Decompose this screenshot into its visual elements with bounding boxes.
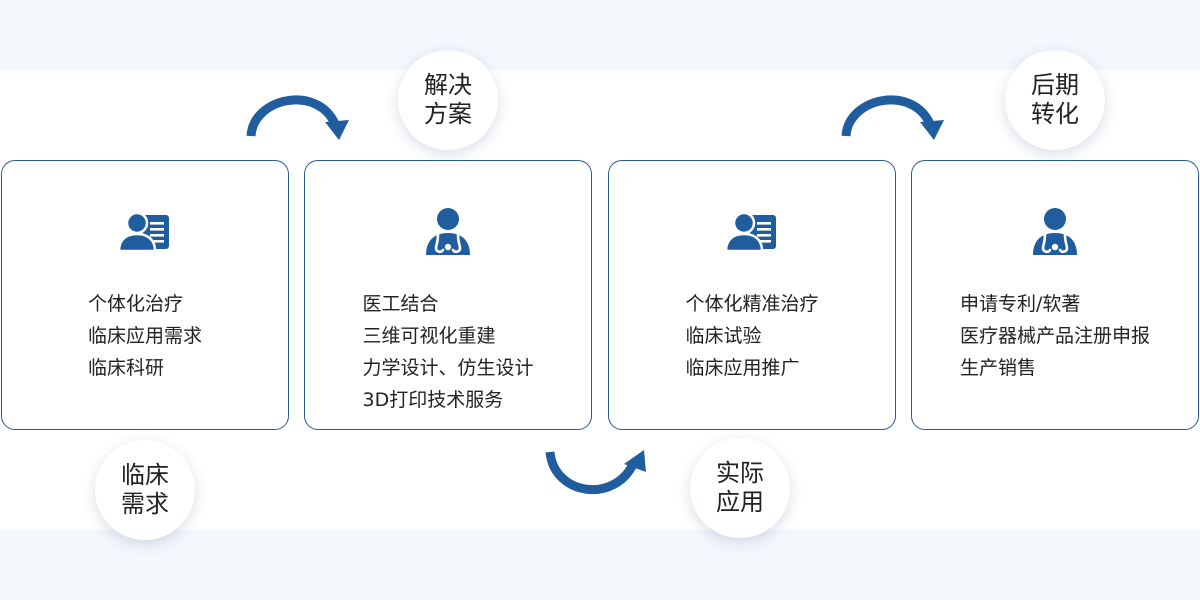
card-clinical-needs: 个体化治疗 临床应用需求 临床科研 — [1, 160, 289, 430]
stage-label: 临床需求 — [121, 461, 169, 518]
card-item: 申请专利/软著 — [959, 293, 1081, 315]
doctor-stethoscope-icon — [416, 201, 480, 265]
stage-label: 解决方案 — [424, 71, 472, 128]
card-item: 3D打印技术服务 — [362, 389, 504, 411]
stage-solution: 解决方案 — [398, 50, 498, 150]
patient-record-icon — [720, 201, 784, 265]
bottom-background-band — [0, 530, 1200, 600]
card-item: 临床应用需求 — [87, 325, 202, 347]
card-item: 生产销售 — [959, 357, 1036, 379]
curved-arrow-icon — [540, 440, 650, 500]
stage-later-transformation: 后期转化 — [1005, 50, 1105, 150]
card-item: 医疗器械产品注册申报 — [959, 325, 1150, 347]
card-item: 临床应用推广 — [685, 357, 800, 379]
card-item: 临床试验 — [685, 325, 762, 347]
card-item: 临床科研 — [87, 357, 164, 379]
doctor-stethoscope-icon — [1023, 201, 1087, 265]
card-item: 个体化精准治疗 — [685, 293, 819, 315]
card-item: 医工结合 — [362, 293, 439, 315]
card-item: 力学设计、仿生设计 — [362, 357, 534, 379]
card-solution: 医工结合 三维可视化重建 力学设计、仿生设计 3D打印技术服务 — [304, 160, 592, 430]
patient-record-icon — [113, 201, 177, 265]
card-later-transformation: 申请专利/软著 医疗器械产品注册申报 生产销售 — [911, 160, 1199, 430]
stage-label: 实际应用 — [716, 459, 764, 516]
card-item: 三维可视化重建 — [362, 325, 496, 347]
stage-label: 后期转化 — [1031, 71, 1079, 128]
card-item: 个体化治疗 — [87, 293, 183, 315]
stage-clinical-needs: 临床需求 — [95, 440, 195, 540]
stage-practical-application: 实际应用 — [690, 438, 790, 538]
curved-arrow-icon — [245, 88, 355, 148]
card-practical-application: 个体化精准治疗 临床试验 临床应用推广 — [608, 160, 896, 430]
curved-arrow-icon — [840, 88, 950, 148]
top-background-band — [0, 0, 1200, 70]
